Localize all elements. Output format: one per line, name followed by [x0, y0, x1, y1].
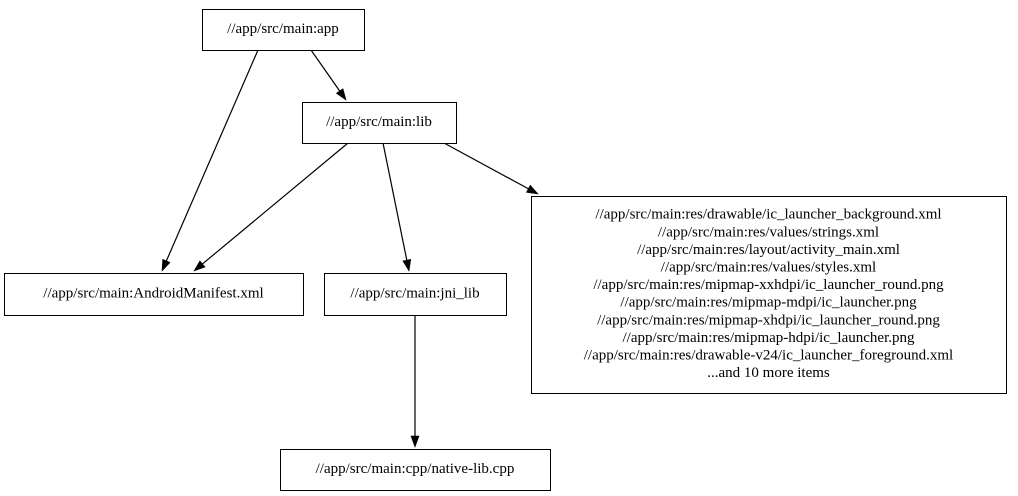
arrowhead-icon	[525, 184, 539, 195]
edges-layer	[161, 49, 539, 448]
node-box[interactable]	[531, 196, 1007, 394]
graph-node-jni_lib[interactable]: //app/src/main:jni_lib	[324, 273, 507, 316]
edge-line	[202, 142, 349, 265]
edge-line	[443, 142, 529, 190]
edge-app-to-lib	[310, 49, 347, 101]
edge-lib-to-manifest	[193, 142, 349, 272]
edge-line	[382, 142, 408, 261]
node-label-line: //app/src/main:AndroidManifest.xml	[43, 285, 263, 301]
arrowhead-icon	[335, 88, 347, 101]
graph-node-lib[interactable]: //app/src/main:lib	[302, 102, 457, 144]
graph-node-manifest[interactable]: //app/src/main:AndroidManifest.xml	[4, 273, 304, 316]
node-label-line: //app/src/main:res/values/strings.xml	[658, 224, 879, 240]
arrowhead-icon	[161, 258, 171, 272]
edge-jni-lib-to-native-lib	[410, 315, 420, 448]
node-label-line: //app/src/main:res/mipmap-mdpi/ic_launch…	[620, 295, 917, 311]
graph-node-app[interactable]: //app/src/main:app	[202, 9, 365, 51]
node-label-line: //app/src/main:res/values/styles.xml	[661, 260, 876, 276]
node-label-line: //app/src/main:res/layout/activity_main.…	[637, 242, 900, 258]
node-box[interactable]	[302, 102, 457, 144]
node-label-line: //app/src/main:res/drawable-v24/ic_launc…	[584, 348, 953, 364]
arrowhead-icon	[402, 259, 412, 272]
node-label-line: //app/src/main:res/mipmap-xhdpi/ic_launc…	[597, 312, 940, 328]
node-box[interactable]	[202, 9, 365, 51]
arrowhead-icon	[193, 260, 206, 272]
node-label-line: //app/src/main:cpp/native-lib.cpp	[316, 461, 515, 477]
edge-lib-to-jni-lib	[382, 142, 412, 272]
node-label-line: //app/src/main:lib	[326, 114, 432, 130]
node-label-line: //app/src/main:app	[227, 21, 339, 37]
node-box[interactable]	[4, 273, 304, 316]
node-label-line: ...and 10 more items	[707, 365, 830, 381]
node-label-line: //app/src/main:res/mipmap-hdpi/ic_launch…	[622, 330, 915, 346]
nodes-layer: //app/src/main:app //app/src/main:lib //ap…	[4, 9, 1007, 491]
node-label-line: //app/src/main:res/drawable/ic_launcher_…	[595, 207, 941, 223]
graph-node-native_lib[interactable]: //app/src/main:cpp/native-lib.cpp	[280, 449, 551, 491]
node-box[interactable]	[324, 273, 507, 316]
node-label-line: //app/src/main:res/mipmap-xxhdpi/ic_laun…	[593, 277, 944, 293]
node-box[interactable]	[280, 449, 551, 491]
edge-line	[165, 49, 259, 262]
graph-node-res_group[interactable]: //app/src/main:res/drawable/ic_launcher_…	[531, 196, 1007, 394]
edge-lib-to-res-group	[443, 142, 539, 195]
arrowhead-icon	[410, 435, 420, 448]
node-label-line: //app/src/main:jni_lib	[350, 285, 479, 301]
edge-app-to-manifest	[161, 49, 259, 272]
edge-line	[310, 49, 341, 92]
